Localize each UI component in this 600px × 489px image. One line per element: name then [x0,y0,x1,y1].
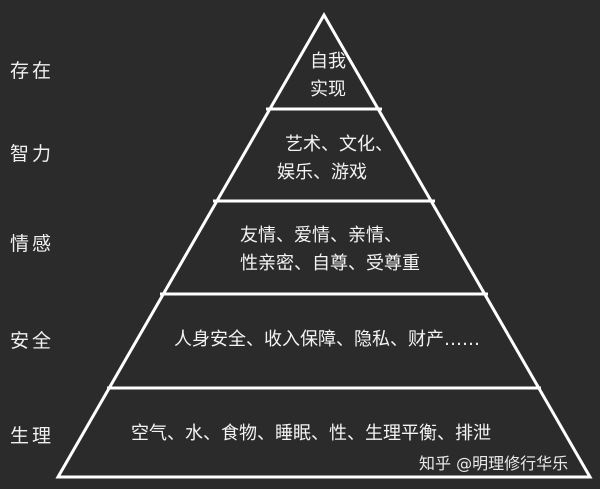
tier-emotion: 友情、爱情、亲情、 性亲密、自尊、受尊重 [240,222,420,278]
tier-line: 友情、爱情、亲情、 [240,225,402,246]
tier-intellect: 艺术、文化、 娱乐、游戏 [251,131,393,187]
tier-physiological: 空气、水、食物、睡眠、性、生理平衡、排泄 [131,420,491,448]
tier-safety: 人身安全、收入保障、隐私、财产…… [174,326,480,354]
category-label-existence: 存在 [10,60,55,82]
tier-line: 自我 [310,51,346,72]
tier-line: 性亲密、自尊、受尊重 [240,253,420,274]
category-label-physiological: 生理 [10,425,55,447]
category-label-safety: 安全 [10,330,55,352]
tier-line: 艺术、文化、 [285,134,393,155]
watermark: 知乎 @明理修行华乐 [419,454,569,473]
category-label-intellect: 智力 [10,143,55,165]
category-label-emotion: 情感 [10,233,55,255]
tier-line: 娱乐、游戏 [277,162,367,183]
tier-line: 实现 [310,79,346,100]
tier-line: 人身安全、收入保障、隐私、财产…… [174,329,480,350]
tier-line: 空气、水、食物、睡眠、性、生理平衡、排泄 [131,423,491,444]
tier-self-actualization: 自我 实现 [310,48,346,104]
